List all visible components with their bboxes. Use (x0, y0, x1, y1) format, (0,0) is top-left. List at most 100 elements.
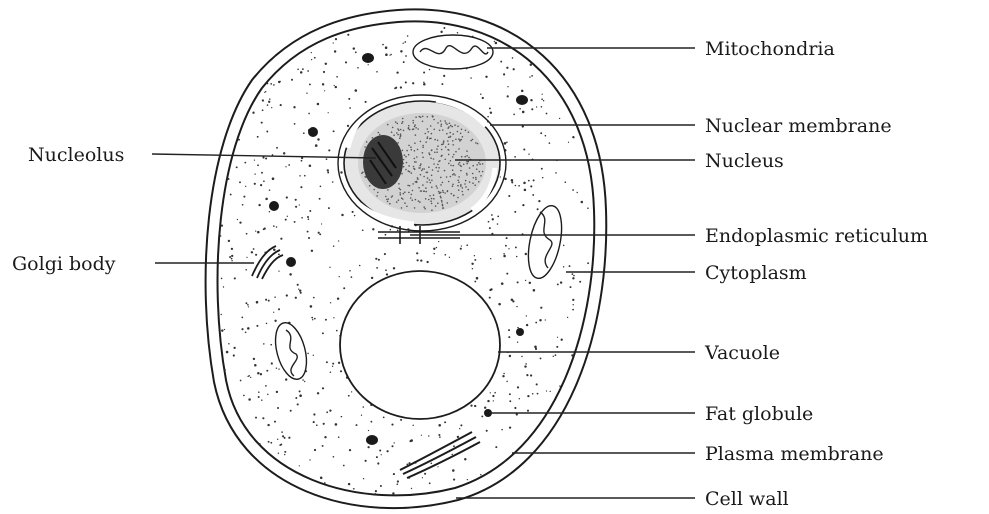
stipple-dot (514, 156, 516, 158)
stipple-dot (253, 248, 255, 250)
chromatin-dot (418, 187, 420, 189)
stipple-dot (529, 466, 531, 468)
stipple-dot (307, 353, 309, 355)
stipple-dot (348, 483, 350, 485)
stipple-dot (257, 136, 259, 138)
chromatin-dot (415, 134, 417, 136)
stipple-dot (376, 267, 378, 269)
stipple-dot (508, 336, 510, 338)
stipple-dot (571, 354, 573, 356)
stipple-dot (402, 14, 403, 15)
stipple-dot (586, 435, 588, 437)
stipple-dot (516, 256, 518, 258)
stipple-dot (282, 435, 284, 437)
chromatin-dot (447, 190, 449, 192)
stipple-dot (231, 255, 233, 257)
chromatin-dot (458, 148, 460, 150)
stipple-dot (492, 499, 493, 500)
chromatin-dot (397, 128, 399, 130)
chromatin-dot (466, 155, 468, 157)
chromatin-dot (403, 193, 405, 195)
chromatin-dot (420, 163, 422, 165)
chromatin-dot (438, 167, 440, 169)
chromatin-dot (437, 164, 439, 166)
stipple-dot (540, 357, 542, 359)
chromatin-dot (409, 171, 411, 173)
chromatin-dot (478, 181, 480, 183)
stipple-dot (280, 81, 281, 82)
stipple-dot (592, 341, 594, 343)
stipple-dot (528, 154, 529, 155)
stipple-dot (209, 253, 211, 255)
stipple-dot (210, 122, 213, 125)
stipple-dot (507, 95, 509, 97)
chromatin-dot (464, 183, 466, 185)
stipple-dot (309, 83, 311, 85)
stipple-dot (302, 68, 304, 70)
stipple-dot (328, 149, 330, 151)
chromatin-dot (400, 129, 402, 131)
stipple-dot (218, 494, 220, 496)
stipple-dot (441, 83, 443, 85)
chromatin-dot (444, 159, 446, 161)
stipple-dot (311, 59, 312, 60)
stipple-dot (341, 416, 343, 418)
stipple-dot (247, 304, 249, 306)
stipple-dot (302, 379, 304, 381)
stipple-dot (436, 495, 438, 497)
stipple-dot (506, 67, 508, 69)
chromatin-dot (466, 163, 468, 165)
chromatin-dot (462, 136, 464, 138)
stipple-dot (298, 288, 299, 289)
stipple-dot (520, 495, 522, 497)
stipple-dot (533, 179, 535, 181)
stipple-dot (522, 494, 524, 496)
chromatin-dot (412, 129, 414, 131)
stipple-dot (543, 100, 544, 101)
stipple-dot (348, 498, 350, 500)
chromatin-dot (414, 142, 416, 144)
stipple-dot (299, 204, 300, 205)
stipple-dot (527, 395, 529, 397)
stipple-dot (255, 230, 256, 231)
stipple-dot (371, 277, 373, 279)
stipple-dot (530, 509, 532, 511)
stipple-dot (308, 218, 310, 220)
stipple-dot (517, 342, 518, 343)
chromatin-dot (420, 174, 422, 176)
stipple-dot (248, 306, 249, 307)
stipple-dot (577, 192, 578, 193)
stipple-dot (522, 111, 525, 114)
stipple-dot (245, 269, 247, 271)
stipple-dot (603, 232, 605, 234)
chromatin-dot (400, 194, 402, 196)
stipple-dot (262, 99, 264, 101)
stipple-dot (280, 104, 282, 106)
chromatin-dot (393, 134, 395, 136)
chromatin-dot (414, 150, 416, 152)
stipple-dot (324, 482, 326, 484)
chromatin-dot (457, 131, 459, 133)
stipple-dot (321, 223, 322, 224)
stipple-dot (412, 82, 414, 84)
stipple-dot (229, 478, 232, 481)
stipple-dot (536, 383, 538, 385)
stipple-dot (322, 83, 324, 85)
stipple-dot (286, 294, 288, 296)
chromatin-dot (417, 178, 419, 180)
stipple-dot (540, 307, 542, 309)
stipple-dot (405, 81, 407, 83)
stipple-dot (340, 370, 342, 372)
stipple-dot (528, 180, 530, 182)
stipple-dot (304, 175, 306, 177)
stipple-dot (519, 398, 520, 399)
stipple-dot (514, 211, 516, 213)
stipple-dot (577, 488, 578, 489)
chromatin-dot (401, 207, 403, 209)
stipple-dot (416, 259, 418, 261)
stipple-dot (300, 71, 303, 74)
stipple-dot (273, 469, 275, 471)
stipple-dot (278, 254, 280, 256)
label-cytoplasm: Cytoplasm (705, 262, 807, 284)
chromatin-dot (425, 198, 427, 200)
